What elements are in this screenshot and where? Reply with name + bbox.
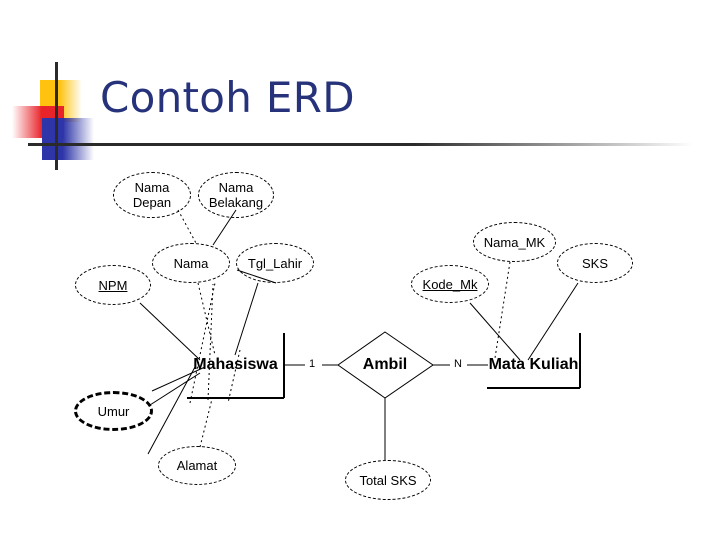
cardinality-label-right: N — [452, 358, 464, 370]
vertical-rule-icon — [55, 62, 58, 170]
page-title: Contoh ERD — [100, 73, 355, 122]
entity-label: Mahasiswa — [193, 356, 278, 373]
entity-mahasiswa[interactable]: Mahasiswa — [187, 348, 284, 382]
relationship-ambil[interactable]: Ambil — [341, 349, 429, 381]
diagram-connectors — [139, 209, 581, 460]
attribute-label-line2: Belakang — [208, 195, 264, 210]
attribute-label: Total SKS — [359, 472, 417, 488]
attribute-label: NPM — [98, 277, 128, 293]
entity-box-mata-kuliah — [487, 333, 581, 389]
attribute-kode-mk[interactable]: Kode_Mk — [411, 265, 489, 303]
attribute-label: Tgl_Lahir — [247, 255, 303, 271]
attribute-nama-depan[interactable]: Nama Depan — [113, 172, 191, 218]
attribute-label: Umur — [97, 403, 130, 419]
attribute-tgl-lahir[interactable]: Tgl_Lahir — [236, 243, 314, 283]
entity-label: Mata Kuliah — [488, 356, 579, 373]
attribute-nama-mk[interactable]: Nama_MK — [473, 222, 556, 262]
attribute-label-line1: Nama — [218, 180, 254, 195]
attribute-label: Alamat — [176, 458, 218, 473]
attribute-alamat[interactable]: Alamat — [158, 446, 236, 485]
attribute-label: SKS — [581, 255, 608, 271]
attribute-total-sks[interactable]: Total SKS — [345, 460, 431, 500]
attribute-label: Kode_Mk — [422, 276, 478, 292]
title-horizontal-rule — [28, 143, 693, 146]
er-diagram: Nama Depan Nama Belakang Nama Tgl_Lahir … — [0, 155, 720, 535]
entity-mata-kuliah[interactable]: Mata Kuliah — [487, 348, 580, 382]
attribute-npm[interactable]: NPM — [75, 265, 151, 305]
relationship-label: Ambil — [362, 356, 408, 373]
attribute-nama-belakang[interactable]: Nama Belakang — [198, 172, 274, 218]
title-decoration-logo — [12, 62, 120, 170]
entity-box-mahasiswa — [187, 333, 285, 399]
attribute-label-line2: Depan — [132, 195, 172, 210]
blue-square-icon — [42, 118, 94, 160]
attribute-nama[interactable]: Nama — [152, 243, 230, 283]
attribute-sks[interactable]: SKS — [557, 243, 633, 283]
attribute-umur-derived[interactable]: Umur — [74, 391, 153, 431]
attribute-label: Nama — [173, 255, 209, 271]
attribute-label-line1: Nama — [134, 180, 170, 195]
cardinality-label-left: 1 — [307, 358, 318, 370]
attribute-label: Nama_MK — [483, 234, 546, 250]
